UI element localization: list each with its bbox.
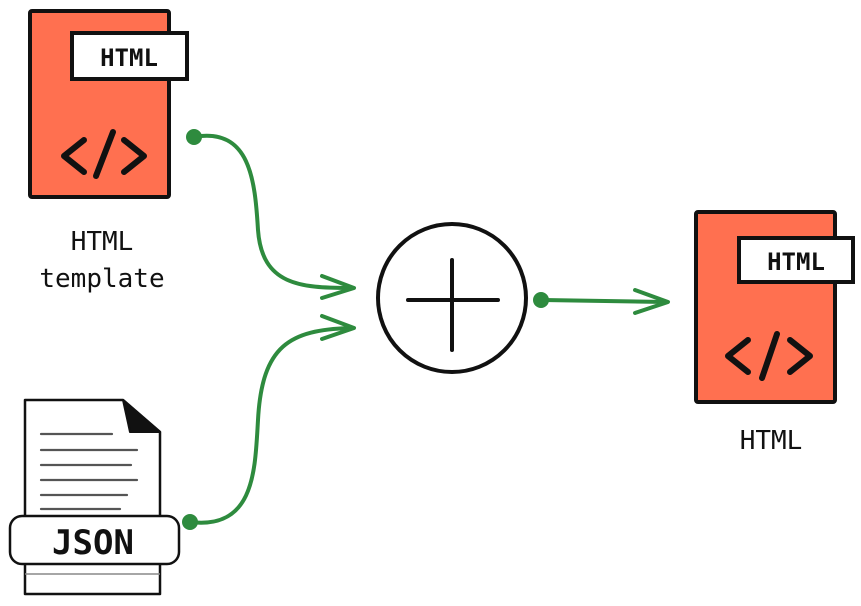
html-template-badge-box <box>70 31 189 81</box>
connector-endpoints <box>182 129 549 530</box>
arrowhead-json <box>320 314 356 341</box>
connectors <box>188 133 670 525</box>
dot-combine-out <box>533 292 549 308</box>
html-template-caption-line2: template <box>39 264 164 294</box>
json-node: JSON <box>8 398 181 596</box>
connector-combine-to-output <box>541 298 667 304</box>
dot-json-out <box>182 514 198 530</box>
code-icon <box>725 331 813 381</box>
html-output-badge-box <box>737 236 855 284</box>
connector-template-to-combine <box>192 133 352 290</box>
arrowhead-output <box>633 288 670 315</box>
json-label: JSON <box>52 523 134 563</box>
html-output-caption: HTML <box>740 426 803 456</box>
plus-icon <box>406 258 500 352</box>
json-label-box <box>8 514 181 566</box>
combine-node <box>376 222 528 374</box>
html-template-node: HTML HTML template <box>28 9 189 294</box>
html-template-badge-text: HTML <box>100 44 158 72</box>
json-file-fold <box>122 399 161 433</box>
html-output-badge-text: HTML <box>767 248 825 276</box>
dot-template-out <box>186 129 202 145</box>
connector-json-to-combine <box>188 326 352 525</box>
json-text-lines <box>39 432 139 511</box>
code-icon <box>61 129 147 179</box>
arrowhead-template <box>320 274 356 300</box>
html-template-caption-line1: HTML <box>71 227 134 257</box>
html-output-node: HTML HTML <box>694 210 855 456</box>
